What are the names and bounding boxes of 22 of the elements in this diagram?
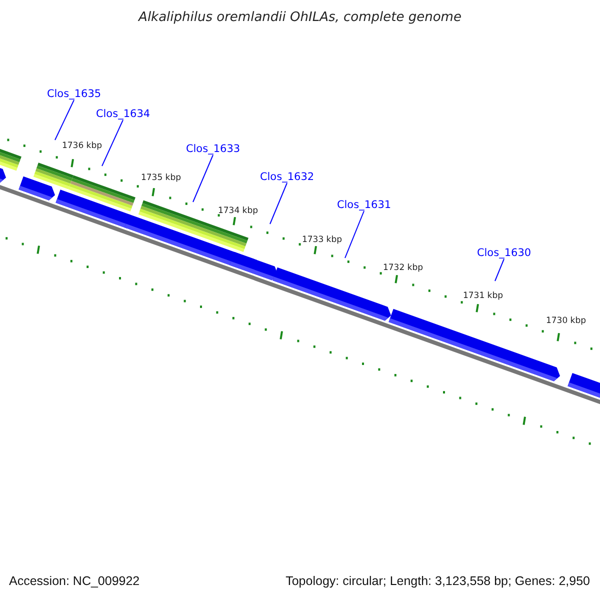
- accession-text: Accession: NC_009922: [9, 574, 140, 588]
- leader-line: [494, 258, 504, 282]
- gene-label: Clos_1635: [46, 88, 102, 100]
- leader-line: [192, 154, 214, 202]
- scale-label: 1736 kbp: [62, 141, 102, 151]
- gene-label: Clos_1632: [260, 171, 314, 183]
- leader-line: [270, 182, 288, 224]
- gene-label: Clos_1630: [476, 247, 532, 259]
- scale-label: 1734 kbp: [218, 206, 258, 216]
- scale-label: 1732 kbp: [382, 263, 424, 273]
- gene-label: Clos_1631: [336, 199, 392, 211]
- leader-line: [344, 210, 364, 258]
- genome-stats-text: Topology: circular; Length: 3,123,558 bp; Genes: 2,950: [286, 574, 590, 588]
- leader-line: [102, 120, 124, 166]
- scale-label: 1733 kbp: [302, 235, 342, 245]
- gene-label: Clos_1633: [186, 143, 240, 155]
- leader-line: [54, 100, 74, 140]
- gene-label: Clos_1634: [96, 108, 150, 120]
- scale-label: 1735 kbp: [140, 173, 182, 183]
- scale-label: 1731 kbp: [462, 291, 504, 301]
- scale-label: 1730 kbp: [546, 316, 586, 326]
- title: Alkaliphilus oremlandii OhILAs, complete genome: [137, 10, 462, 25]
